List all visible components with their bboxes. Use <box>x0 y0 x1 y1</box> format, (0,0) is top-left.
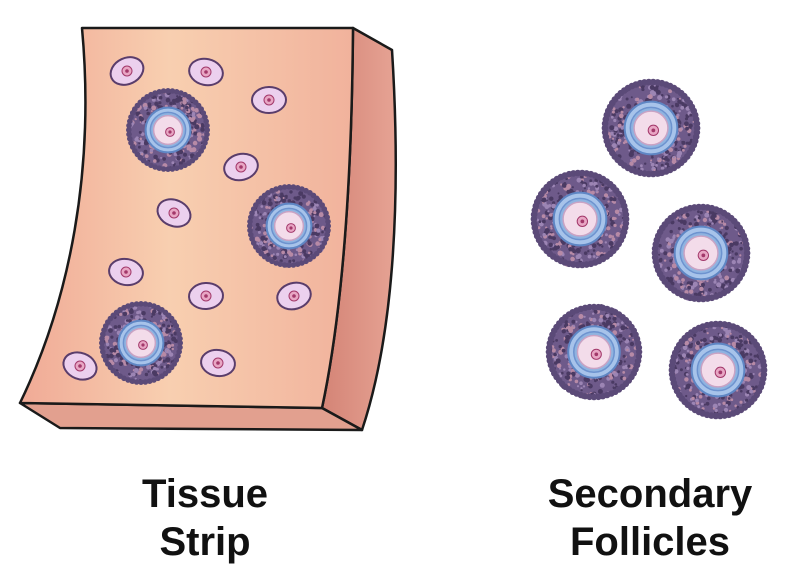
secondary-follicle <box>247 184 332 269</box>
tissue-strip-cells <box>62 56 312 381</box>
primordial-cell <box>109 56 145 86</box>
primordial-cell <box>188 281 224 311</box>
secondary-follicle <box>126 88 210 172</box>
primordial-cell <box>223 152 259 182</box>
primordial-cell <box>108 257 144 287</box>
primordial-cell <box>62 351 98 381</box>
primordial-cell <box>156 198 192 228</box>
secondary-follicle <box>668 320 768 420</box>
secondary-follicle <box>99 301 183 386</box>
primordial-cell <box>276 281 312 311</box>
secondary-follicle <box>545 303 643 401</box>
tissue-strip-label-line-2: Strip <box>159 520 251 564</box>
secondary-follicle <box>651 203 751 303</box>
secondary-follicle <box>601 78 701 178</box>
isolated-secondary-follicles <box>530 78 768 420</box>
tissue-strip-follicles <box>99 88 332 386</box>
primordial-cell <box>188 57 224 87</box>
primordial-cell <box>200 348 236 378</box>
tissue-strip <box>18 26 397 432</box>
tissue-strip-label-line-1: Tissue <box>142 472 268 516</box>
secondary-follicles-label-line-1: Secondary <box>547 472 753 516</box>
secondary-follicle <box>530 169 630 269</box>
tissue-strip-label: Tissue Strip <box>60 470 350 566</box>
primordial-cell <box>251 85 287 115</box>
secondary-follicles-label-line-2: Follicles <box>569 520 731 564</box>
secondary-follicles-label: Secondary Follicles <box>505 470 795 566</box>
